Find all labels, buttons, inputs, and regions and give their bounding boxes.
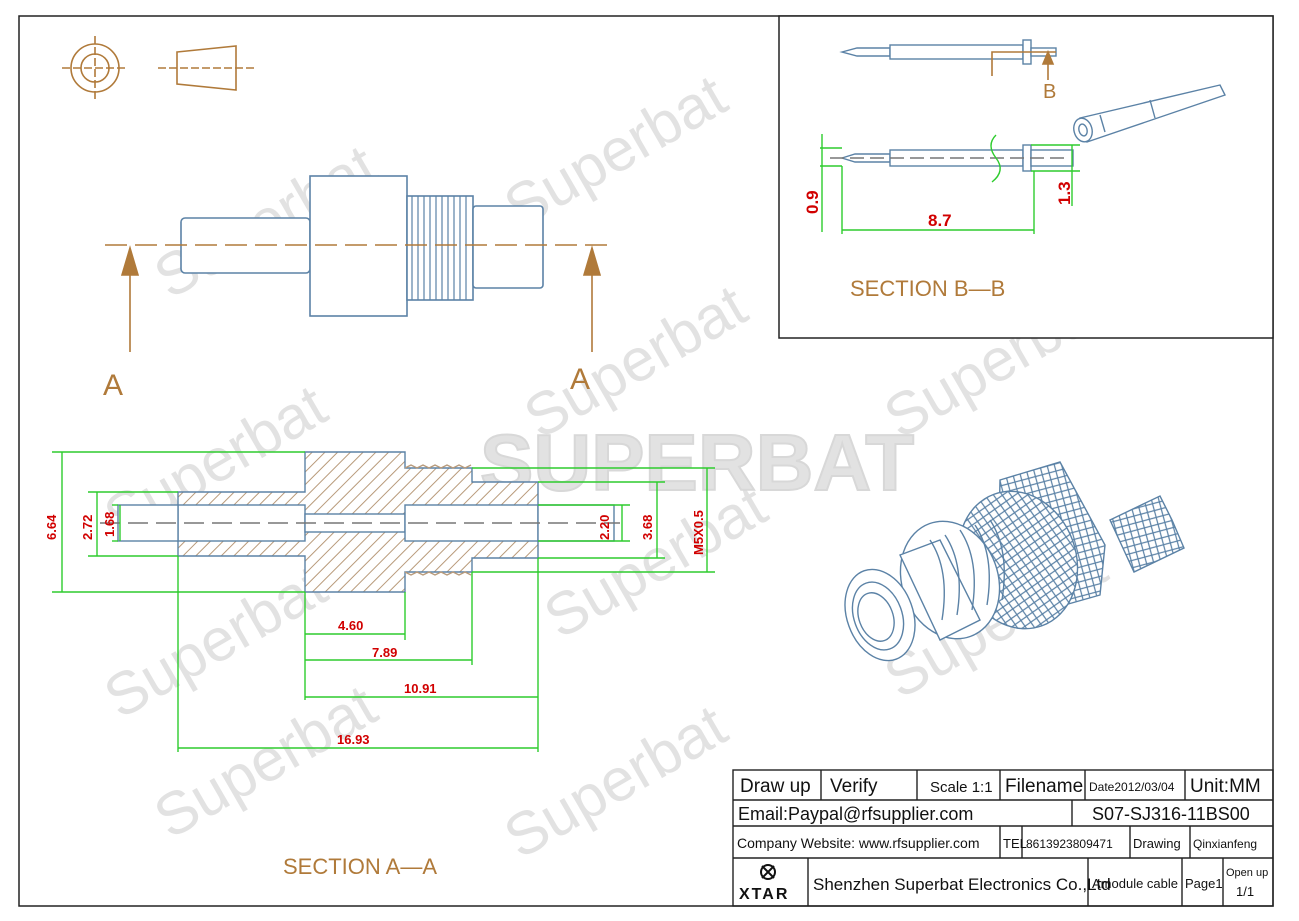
sheet-border bbox=[18, 15, 1274, 907]
tb-scale: Scale 1:1 bbox=[930, 779, 993, 796]
xtar-logo-icon bbox=[760, 864, 776, 880]
tb-drawer: Qinxianfeng bbox=[1193, 837, 1257, 851]
tb-logo-text: XTAR bbox=[739, 886, 789, 903]
tb-date: Date2012/03/04 bbox=[1089, 780, 1175, 794]
title-block bbox=[732, 769, 1274, 907]
projection-symbol-icon bbox=[62, 36, 255, 100]
bb-cut-label: B bbox=[1043, 81, 1056, 103]
dim-pin-1-3: 1.3 bbox=[1055, 181, 1074, 205]
dim-10-91: 10.91 bbox=[404, 681, 437, 696]
watermark-brand: SUPERBAT bbox=[480, 418, 914, 507]
cut-label-right: A bbox=[570, 363, 590, 396]
bb-cut bbox=[991, 49, 1056, 80]
section-aa-title: SECTION A—A bbox=[283, 854, 437, 879]
tb-email: Email:Paypal@rfsupplier.com bbox=[738, 804, 973, 824]
cut-label-left: A bbox=[103, 369, 123, 402]
dim-3-68: 3.68 bbox=[640, 515, 655, 540]
connector-3d-render bbox=[844, 461, 1185, 662]
tb-open-up: Open up bbox=[1226, 867, 1268, 879]
dim-6-64: 6.64 bbox=[44, 514, 59, 540]
section-cut-line bbox=[105, 244, 615, 352]
section-aa-dimensions bbox=[52, 451, 715, 752]
dim-pin-8-7: 8.7 bbox=[928, 211, 952, 230]
dim-16-93: 16.93 bbox=[337, 732, 370, 747]
dim-2-20: 2.20 bbox=[597, 515, 612, 540]
tb-unit: Unit:MM bbox=[1190, 776, 1261, 797]
section-bb-dimensions bbox=[820, 134, 1080, 234]
section-bb-title: SECTION B—B bbox=[850, 276, 1005, 301]
tb-verify: Verify bbox=[830, 776, 878, 797]
dim-4-60: 4.60 bbox=[338, 618, 363, 633]
tb-tel-label: TEL bbox=[1003, 836, 1027, 851]
pin-3d-view bbox=[1073, 84, 1226, 143]
dim-7-89: 7.89 bbox=[372, 645, 397, 660]
tb-drawing-label: Drawing bbox=[1133, 836, 1181, 851]
dim-1-68: 1.68 bbox=[102, 512, 117, 537]
tb-tel: 8613923809471 bbox=[1026, 837, 1113, 851]
connector-side-view bbox=[180, 175, 544, 317]
thread-lines bbox=[411, 196, 467, 300]
tb-filename: Filename bbox=[1005, 776, 1083, 797]
dim-m5x0-5: M5X0.5 bbox=[691, 510, 706, 555]
tb-cable: Amodule cable bbox=[1092, 876, 1178, 891]
pin-section-view bbox=[830, 134, 1074, 183]
dim-2-72: 2.72 bbox=[80, 515, 95, 540]
tb-website: Company Website: www.rfsupplier.com bbox=[737, 835, 980, 851]
tb-page: Page1 bbox=[1185, 876, 1223, 891]
watermark-text: Superbat bbox=[493, 691, 738, 871]
tb-draw-up: Draw up bbox=[740, 776, 811, 797]
tb-part-number: S07-SJ316-11BS00 bbox=[1092, 804, 1250, 824]
tb-open-up-count: 1/1 bbox=[1236, 884, 1254, 899]
section-bb-frame bbox=[778, 15, 1274, 339]
dim-pin-0-9: 0.9 bbox=[803, 190, 822, 214]
tb-company: Shenzhen Superbat Electronics Co.,Ltd bbox=[813, 875, 1111, 894]
